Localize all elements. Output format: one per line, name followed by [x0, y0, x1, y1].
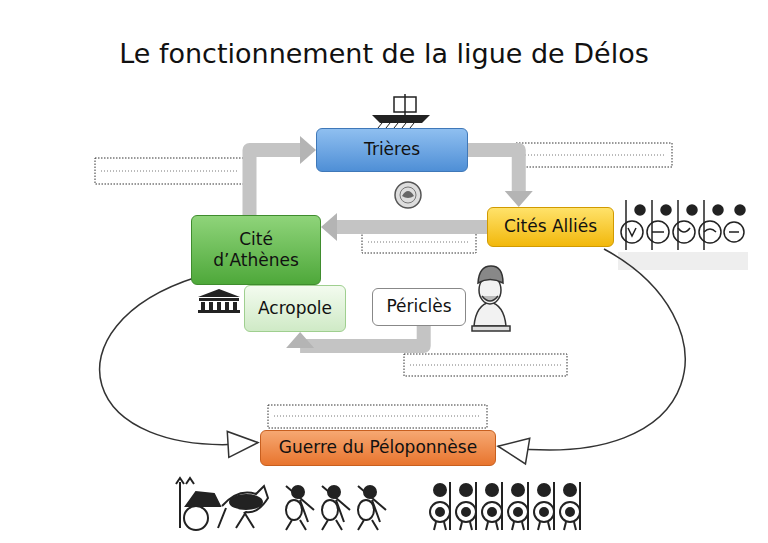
arrow-head — [286, 332, 314, 348]
node-label: Trières — [364, 139, 420, 160]
node-label: Cités Alliés — [504, 216, 597, 237]
pericles-box: Périclès — [372, 288, 466, 326]
node-label: Acropole — [258, 298, 332, 319]
trireme-icon — [372, 94, 430, 128]
coin-icon — [395, 182, 421, 208]
arrow-head — [300, 136, 316, 164]
war-box: Guerre du Péloponnèse — [260, 430, 496, 466]
flow-arrow — [468, 150, 533, 207]
arrow-head — [321, 213, 337, 241]
curved-arrow — [100, 277, 258, 445]
athens-box: Cité d’Athènes — [191, 215, 321, 285]
diagram-title: Le fonctionnement de la ligue de Délos — [0, 38, 768, 69]
flow-arrow — [321, 213, 487, 241]
trireme-box: Trières — [316, 128, 468, 172]
node-label: Cité d’Athènes — [202, 229, 310, 272]
arrow-head — [498, 438, 530, 464]
flow-arrow — [250, 136, 317, 215]
answer-boxes — [95, 143, 672, 428]
flow-arrow — [498, 249, 685, 464]
allied-soldiers — [618, 200, 748, 270]
curved-arrow — [498, 249, 685, 450]
node-label: Périclès — [386, 296, 451, 317]
arrow-head — [505, 191, 533, 207]
temple-icon — [198, 289, 240, 313]
arrow-band — [335, 220, 487, 234]
allies-box: Cités Alliés — [487, 207, 614, 247]
node-label: Guerre du Péloponnèse — [279, 437, 477, 458]
warriors-illustration — [176, 478, 580, 530]
arrow-head — [227, 431, 258, 457]
flow-arrow — [100, 277, 258, 457]
acropolis-box: Acropole — [244, 285, 346, 332]
arrow-band — [250, 150, 303, 215]
arrow-band — [468, 150, 519, 193]
pericles-bust — [472, 266, 510, 331]
